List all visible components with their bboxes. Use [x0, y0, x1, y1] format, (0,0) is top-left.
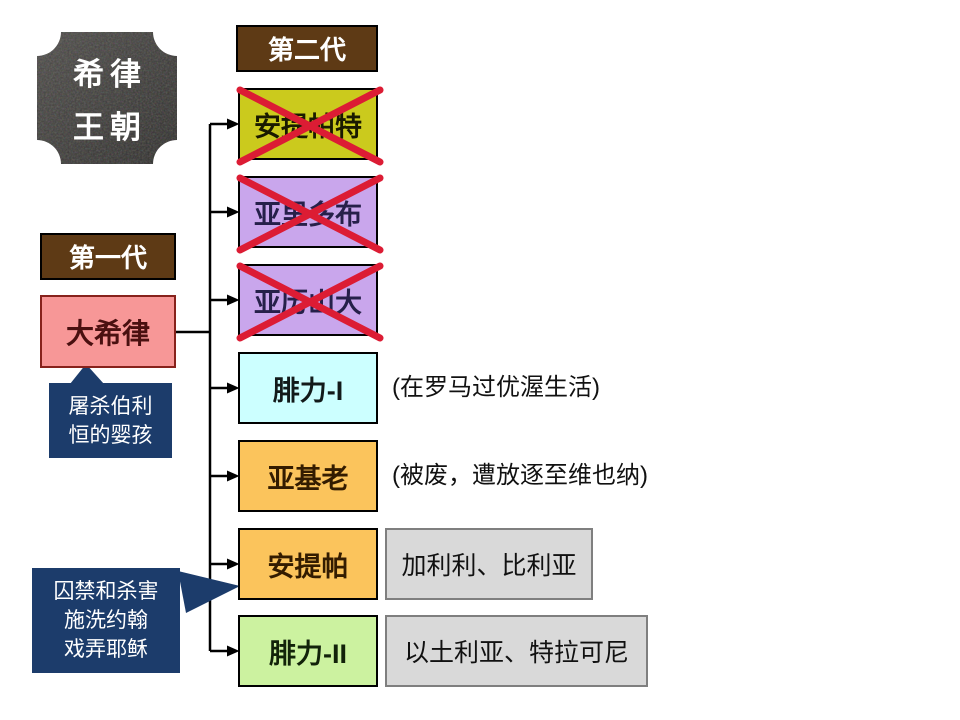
child-name: 亚里多布 [254, 199, 362, 230]
child-box-philip-i: 腓力-I [238, 352, 378, 424]
child-name: 腓力-I [272, 375, 344, 406]
child-box-antipater: 安提帕特 [236, 86, 384, 166]
founder-callout: 屠杀伯利 恒的婴孩 [49, 383, 172, 458]
child-box-archelaus: 亚基老 [238, 440, 378, 512]
antipas-callout-line: 囚禁和杀害 [53, 580, 159, 603]
child-name: 安提帕 [267, 551, 349, 582]
archelaus-note: (被废，遭放逐至维也纳) [392, 462, 648, 489]
founder-callout-line: 屠杀伯利 [68, 394, 153, 418]
child-name: 安提帕特 [254, 111, 362, 142]
tree-lines [176, 122, 229, 653]
child-box-alexander: 亚历山大 [236, 262, 384, 342]
antipas-callout-pointer [178, 571, 240, 613]
philip-ii-territory-box: 以土利亚、特拉可尼 [385, 615, 648, 687]
founder-box: 大希律 [40, 295, 176, 368]
child-name: 亚历山大 [254, 287, 362, 318]
dynasty-title-plaque: 希律 王朝 [37, 32, 177, 164]
dynasty-title-line1: 希律 [73, 57, 147, 92]
dynasty-title: 希律 王朝 [37, 32, 177, 164]
generation1-label: 第一代 [40, 233, 176, 280]
child-name: 亚基老 [267, 463, 349, 494]
dynasty-title-line2: 王朝 [73, 110, 147, 145]
antipas-callout-line: 施洗约翰 [64, 609, 148, 632]
child-box-aristobulus: 亚里多布 [236, 174, 384, 254]
child-box-philip-ii: 腓力-II [238, 615, 378, 687]
child-box-antipas: 安提帕 [238, 528, 378, 600]
generation2-label: 第二代 [236, 25, 378, 72]
antipas-territory-box: 加利利、比利亚 [385, 528, 593, 600]
plaque-shape [37, 32, 177, 164]
antipas-callout: 囚禁和杀害 施洗约翰 戏弄耶稣 [32, 568, 180, 673]
antipas-callout-line: 戏弄耶稣 [64, 638, 148, 661]
philip-i-note: (在罗马过优渥生活) [392, 374, 600, 401]
child-name: 腓力-II [269, 638, 347, 669]
founder-callout-line: 恒的婴孩 [68, 423, 153, 447]
